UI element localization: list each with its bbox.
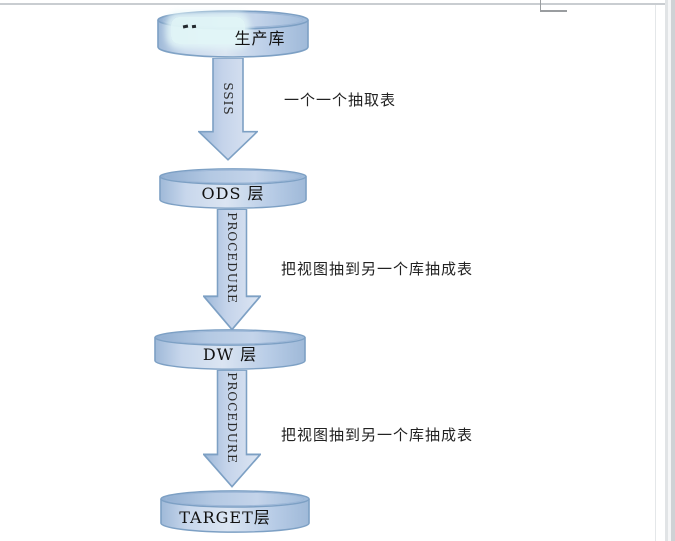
- cylinder-ods-layer[interactable]: ODS 层: [159, 168, 307, 209]
- text-boundary-mark: [540, 10, 567, 12]
- database-cylinder-icon: [160, 490, 310, 533]
- database-cylinder-icon: [159, 168, 307, 209]
- database-cylinder-icon: [154, 329, 306, 370]
- cylinder-dw-layer[interactable]: DW 层: [154, 329, 306, 370]
- node-label: 生产库: [234, 28, 286, 48]
- arrow-procedure-1[interactable]: PROCEDURE: [203, 209, 261, 331]
- arrow-label: PROCEDURE: [225, 212, 239, 304]
- redaction-blur: [171, 17, 245, 44]
- arrow-ssis[interactable]: SSIS: [198, 58, 258, 161]
- arrow-procedure-2[interactable]: PROCEDURE: [203, 370, 261, 488]
- down-arrow-icon: [203, 370, 261, 488]
- annotation-pull-views-2: 把视图抽到另一个库抽成表: [281, 426, 474, 444]
- down-arrow-icon: [198, 58, 258, 161]
- annotation-pull-views-1: 把视图抽到另一个库抽成表: [281, 260, 474, 278]
- scrollbar-edge: [665, 0, 668, 541]
- arrow-label: SSIS: [221, 82, 235, 116]
- right-scrollbar-track[interactable]: [665, 0, 675, 541]
- page-right-edge-line: [655, 5, 656, 541]
- text-boundary-mark: [540, 0, 541, 11]
- node-label: ODS 层: [201, 183, 265, 203]
- cylinder-production-db[interactable]: 生产库: [157, 10, 309, 58]
- page-top-border: [0, 3, 675, 5]
- node-label: TARGET层: [179, 507, 271, 527]
- cylinder-target-layer[interactable]: TARGET层: [160, 490, 310, 533]
- scrollbar-edge: [671, 0, 675, 541]
- arrow-label: PROCEDURE: [225, 372, 239, 465]
- annotation-extract-tables: 一个一个抽取表: [284, 91, 397, 109]
- node-label: DW 层: [202, 344, 258, 364]
- down-arrow-icon: [203, 209, 261, 331]
